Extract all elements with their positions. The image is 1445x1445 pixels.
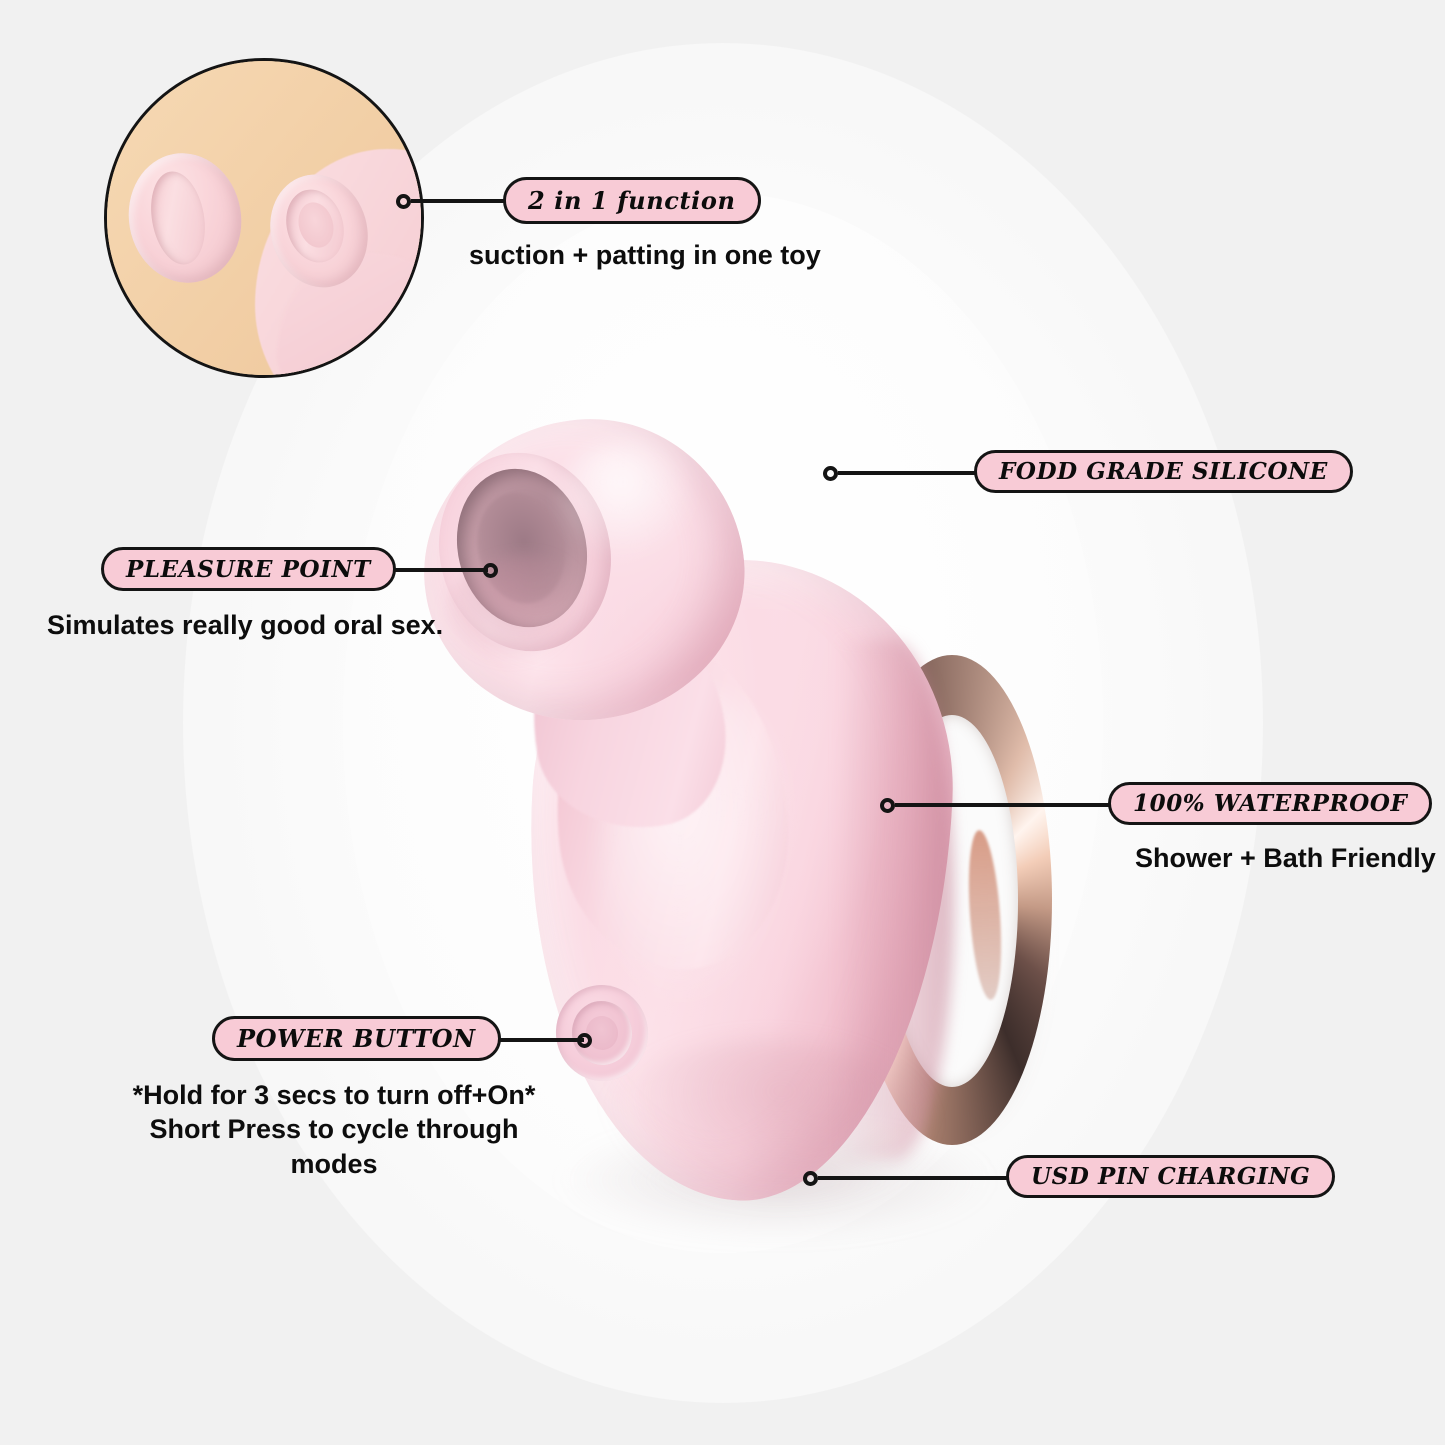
badge-power-button[interactable]: POWER BUTTON — [212, 1016, 501, 1061]
callout-dot-two-in-one — [396, 194, 411, 209]
badge-waterproof[interactable]: 100% WATERPROOF — [1108, 782, 1433, 825]
callout-line-food-grade-silicone — [838, 471, 976, 475]
badge-food-grade-silicone[interactable]: FODD GRADE SILICONE — [974, 450, 1353, 493]
callout-line-two-in-one — [411, 199, 505, 203]
badge-pleasure-point[interactable]: PLEASURE POINT — [101, 547, 396, 591]
badge-two-in-one[interactable]: 2 in 1 function — [503, 177, 761, 224]
callout-dot-food-grade-silicone — [823, 466, 838, 481]
device-body-bottom-shading — [600, 1040, 930, 1210]
device-body-edge-shading — [836, 640, 954, 1160]
suction-head-gloss — [560, 440, 700, 560]
callout-dot-waterproof — [880, 798, 895, 813]
callout-line-waterproof — [895, 803, 1110, 807]
callout-dot-usb-charging — [803, 1171, 818, 1186]
callout-line-pleasure-point — [350, 568, 488, 572]
callout-line-usb-charging — [818, 1176, 1008, 1180]
callout-line-power-button — [464, 1038, 584, 1042]
badge-usb-charging[interactable]: USD PIN CHARGING — [1006, 1155, 1336, 1198]
head-closeup-inset — [104, 58, 424, 378]
caption-waterproof: Shower + Bath Friendly — [1135, 843, 1436, 873]
caption-two-in-one: suction + patting in one toy — [469, 240, 821, 270]
caption-power-button: *Hold for 3 secs to turn off+On* Short P… — [132, 1080, 536, 1179]
caption-pleasure-point: Simulates really good oral sex. — [47, 610, 444, 640]
